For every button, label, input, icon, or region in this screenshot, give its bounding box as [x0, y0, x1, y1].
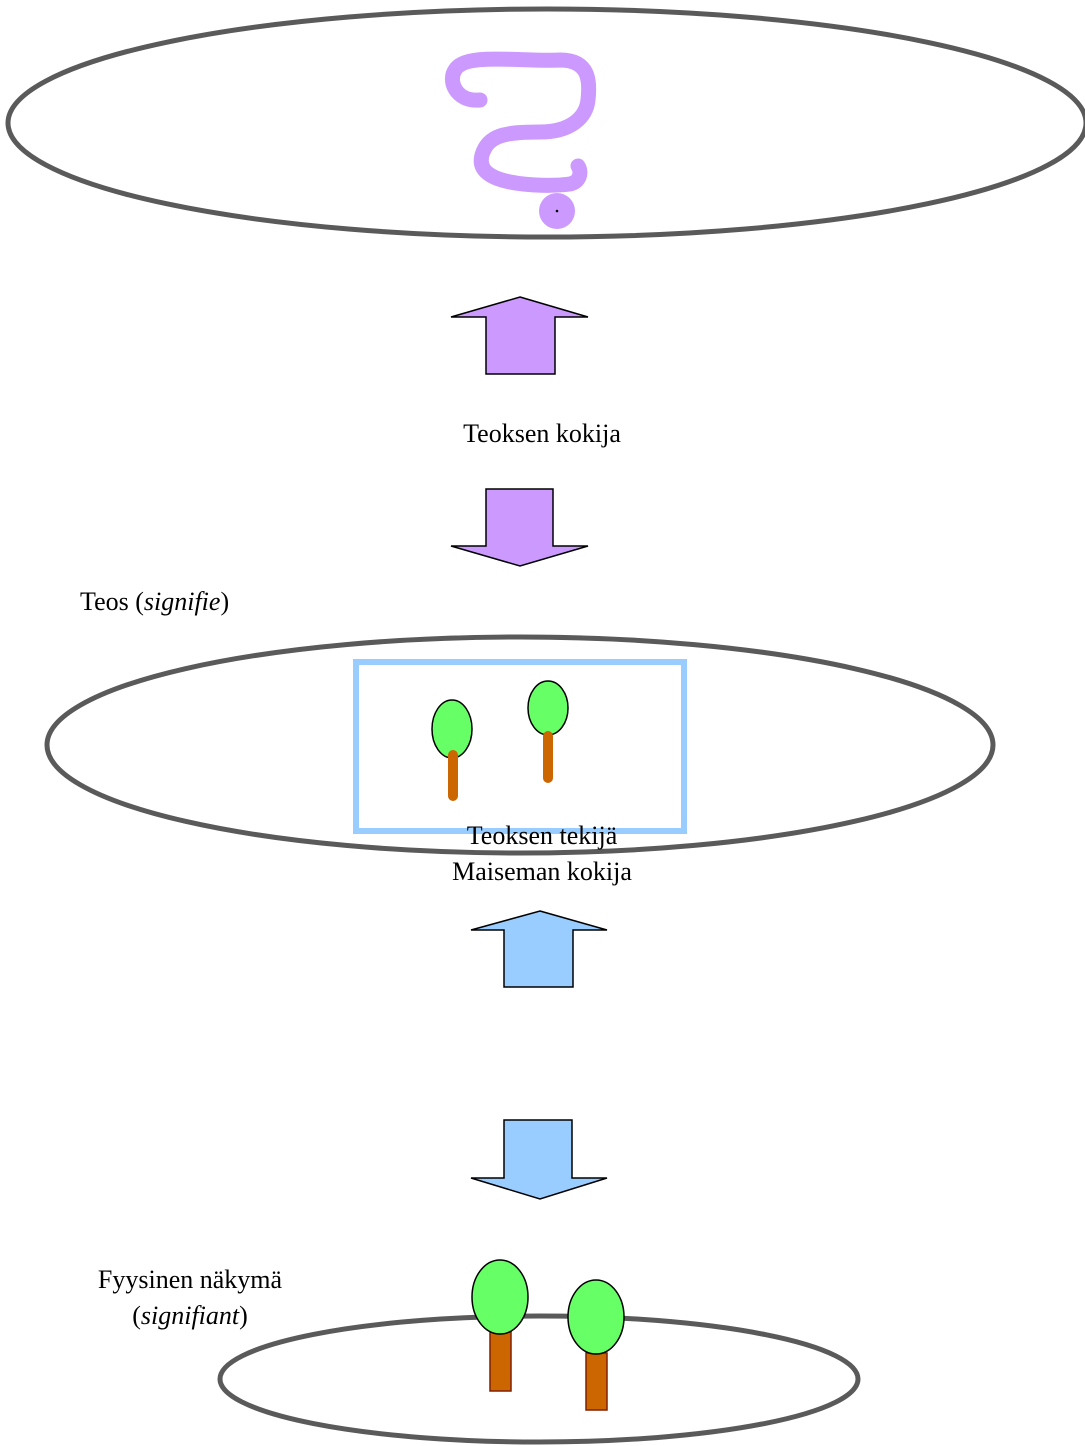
framed-trees-icon	[353, 659, 687, 834]
physical-ellipse	[217, 1313, 861, 1445]
question-mark-icon	[444, 51, 597, 229]
up-arrow-blue	[470, 910, 608, 988]
meaning-ellipse	[5, 6, 1085, 240]
maker-label-line1: Teoksen tekijä	[466, 821, 618, 850]
viewer-label: Teoksen kokija	[342, 416, 742, 452]
work-label-suffix: )	[220, 587, 230, 616]
viewer-label-text: Teoksen kokija	[463, 419, 621, 448]
tree-right	[567, 1279, 625, 1411]
tree-left	[471, 1259, 529, 1392]
work-label-term: signifie	[143, 587, 221, 616]
down-arrow-lavender	[450, 488, 589, 567]
up-arrow-lavender	[450, 296, 589, 375]
trees-icon	[471, 1259, 625, 1411]
maker-label-line2: Maiseman kokija	[452, 857, 632, 886]
picture-frame	[353, 659, 687, 834]
small-tree-right	[527, 680, 569, 783]
maker-label: Teoksen tekijä Maiseman kokija	[342, 818, 742, 890]
physical-label-line1: Fyysinen näkymä	[97, 1265, 283, 1294]
small-tree-left	[431, 699, 473, 801]
down-arrow-blue	[470, 1119, 608, 1200]
physical-label-line2: (signifiant)	[40, 1298, 340, 1334]
physical-label-prefix: (	[132, 1301, 141, 1330]
work-label-prefix: Teos (	[80, 587, 144, 616]
work-ellipse	[44, 634, 996, 856]
physical-label-term: signifiant	[140, 1301, 240, 1330]
work-label: Teos (signifie)	[80, 584, 229, 620]
physical-label: Fyysinen näkymä (signifiant)	[40, 1262, 340, 1334]
physical-label-suffix: )	[239, 1301, 248, 1330]
